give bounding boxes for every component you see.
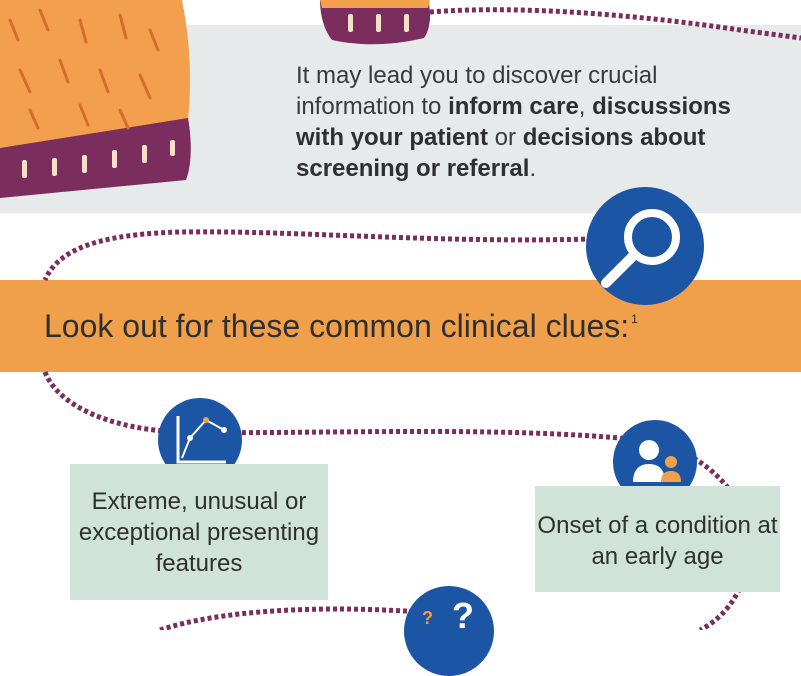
clue-text: Onset of a condition at an early age [537, 512, 778, 570]
clue-text: Extreme, unusual or exceptional presenti… [78, 488, 320, 577]
sock-cuff-illustration [320, 0, 431, 45]
magnifier-icon [601, 209, 680, 288]
clue-box-extreme-features: Extreme, unusual or exceptional presenti… [70, 464, 328, 600]
magnifier-icon-circle [586, 187, 704, 305]
question-icon: ? ? [422, 595, 474, 636]
emphasis-decisions: decisions about screening or referral [296, 124, 706, 182]
line-chart-icon [176, 416, 227, 464]
yarn-line [42, 7, 801, 630]
intro-text: It may lead you to discover crucial info… [296, 62, 731, 182]
clues-heading: Look out for these common clinical clues… [44, 308, 638, 344]
svg-text:?: ? [422, 608, 433, 628]
svg-text:?: ? [452, 595, 474, 630]
question-icon-circle: ? ? [404, 586, 494, 676]
people-icon [633, 440, 681, 482]
emphasis-inform-care: inform care [448, 93, 579, 120]
clue-box-early-onset: Onset of a condition at an early age [535, 486, 780, 592]
sock-illustration [0, 0, 191, 198]
emphasis-discussions: discussions with your patient [296, 93, 731, 151]
footnote-marker: 1 [631, 312, 638, 326]
